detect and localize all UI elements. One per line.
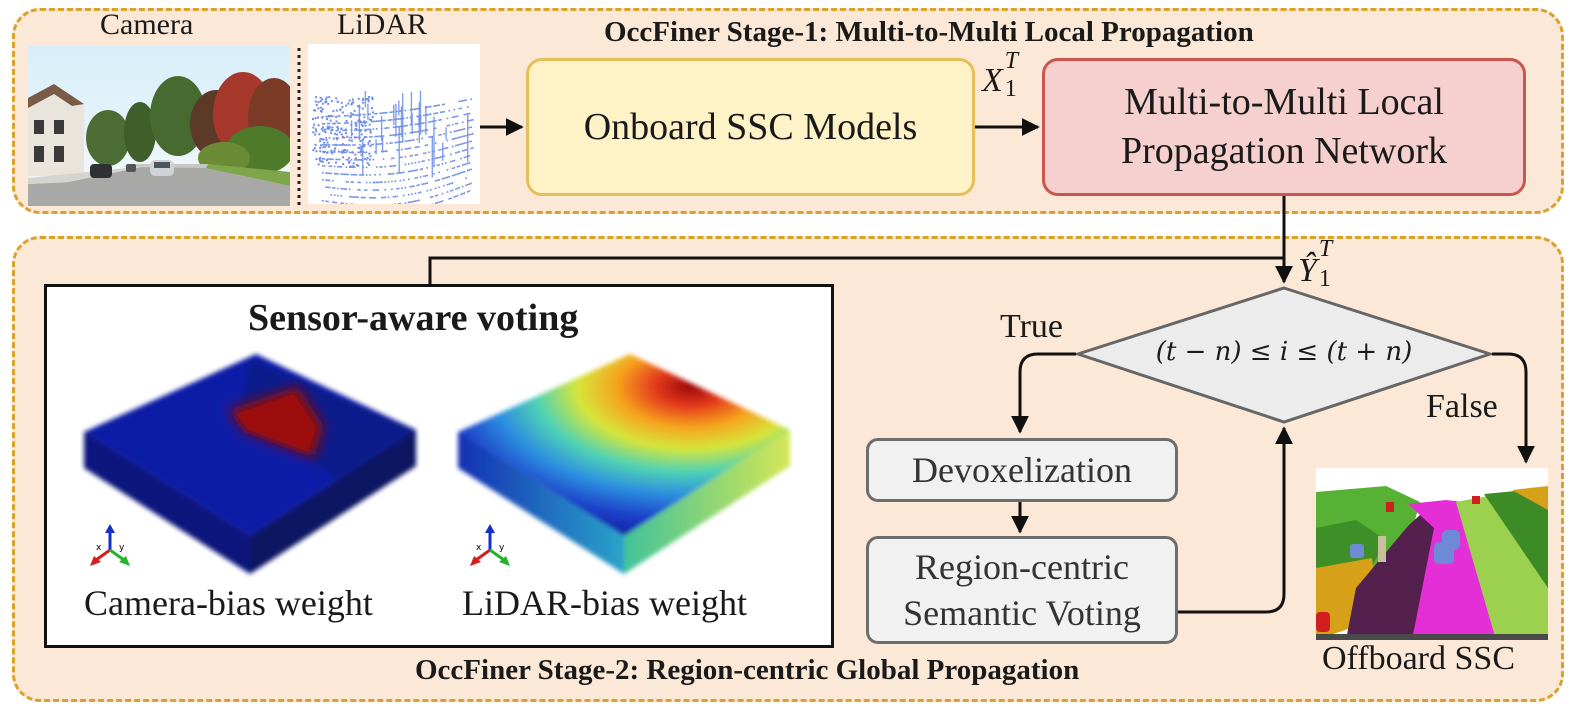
- stage-2-title: OccFiner Stage-2: Region-centric Global …: [415, 654, 1080, 686]
- stage-1-title: OccFiner Stage-1: Multi-to-Multi Local P…: [604, 16, 1254, 48]
- decision-diamond: [1074, 286, 1494, 424]
- decision-condition: (t − n) ≤ i ≤ (t + n): [1155, 337, 1413, 367]
- semantic-voting-box: Region-centric Semantic Voting: [866, 536, 1178, 644]
- axis-y-text: y: [499, 543, 505, 553]
- lidar-bias-weight-cube: [458, 354, 790, 574]
- y-label-sub: 1: [1318, 266, 1331, 292]
- propagation-network-label: Multi-to-Multi Local Propagation Network: [1120, 81, 1448, 172]
- voting-panel-title: Sensor-aware voting: [248, 297, 579, 339]
- onboard-ssc-models-box: Onboard SSC Models: [526, 58, 975, 196]
- axis-x-text: x: [476, 543, 482, 553]
- propagation-network-box: Multi-to-Multi Local Propagation Network: [1042, 58, 1526, 196]
- axis-triad-icon-lidar: x y: [470, 524, 510, 566]
- offboard-ssc-output-image: [1316, 468, 1548, 640]
- semantic-voting-label: Region-centric Semantic Voting: [903, 546, 1141, 633]
- false-label: False: [1426, 388, 1498, 425]
- y-label-base: Ŷ: [1298, 252, 1317, 289]
- input-separator: [297, 48, 301, 208]
- lidar-bias-weight-label: LiDAR-bias weight: [462, 583, 747, 623]
- camera-bias-weight-cube: [84, 354, 416, 574]
- x-label-sub: 1: [1004, 76, 1017, 102]
- devoxelization-box: Devoxelization: [866, 438, 1178, 502]
- axis-triad-icon-camera: x y: [90, 524, 130, 566]
- lidar-label: LiDAR: [337, 8, 427, 41]
- camera-image: [28, 46, 290, 206]
- x-label-base: X: [982, 62, 1003, 99]
- offboard-ssc-label: Offboard SSC: [1322, 640, 1515, 677]
- true-label: True: [1000, 308, 1063, 345]
- lidar-point-cloud: [308, 44, 480, 204]
- lidar-points: [312, 90, 474, 204]
- y-label-sup: T: [1318, 236, 1333, 262]
- axis-y-text: y: [119, 543, 125, 553]
- camera-bias-weight-label: Camera-bias weight: [84, 583, 373, 623]
- camera-label: Camera: [100, 8, 194, 41]
- axis-x-text: x: [96, 543, 102, 553]
- x-label-sup: T: [1004, 48, 1019, 74]
